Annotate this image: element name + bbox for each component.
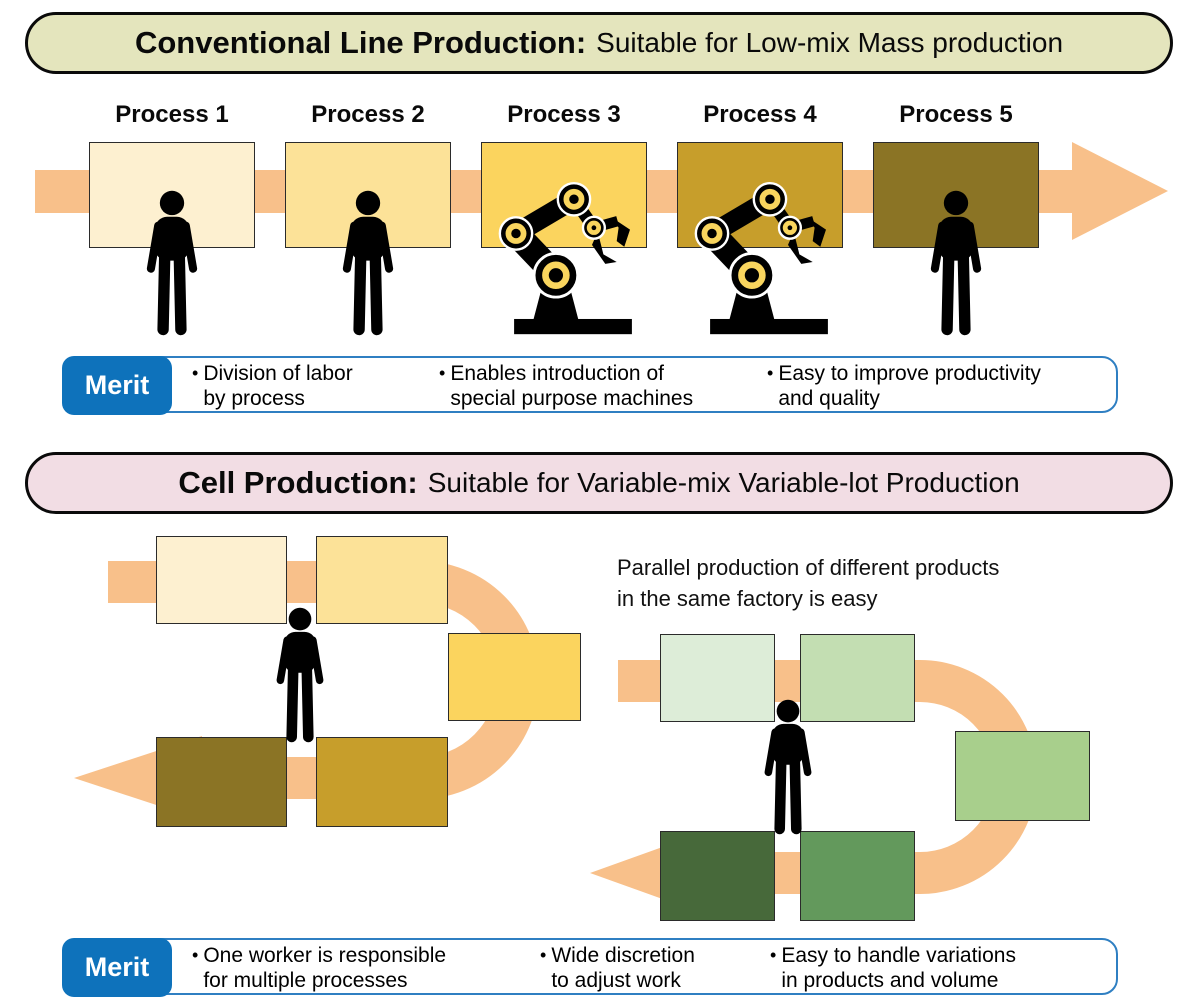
right-cell-step-3-box xyxy=(955,731,1090,821)
left-cell-step-3-box xyxy=(448,633,581,721)
robot-arm-icon xyxy=(497,166,649,338)
right-cell-step-2-box xyxy=(800,634,915,722)
worker-person-icon xyxy=(750,699,826,835)
worker-person-icon xyxy=(131,190,213,336)
right-cell-step-1-box xyxy=(660,634,775,722)
merit-badge: Merit xyxy=(62,938,172,997)
worker-person-icon xyxy=(327,190,409,336)
process-3-label: Process 3 xyxy=(507,101,621,128)
left-cell-step-5-box xyxy=(156,737,287,827)
cell-banner: Cell Production: Suitable for Variable-m… xyxy=(25,452,1173,514)
left-cell-step-2-box xyxy=(316,536,448,624)
conventional-banner: Conventional Line Production: Suitable f… xyxy=(25,12,1173,74)
cell-title-bold: Cell Production: xyxy=(178,465,418,500)
process-4-label: Process 4 xyxy=(703,101,817,128)
parallel-production-caption: Parallel production of different product… xyxy=(617,555,1000,611)
worker-person-icon xyxy=(262,607,338,743)
cell-title-rest: Suitable for Variable-mix Variable-lot P… xyxy=(427,467,1020,498)
conventional-title-rest: Suitable for Low-mix Mass production xyxy=(596,27,1064,58)
left-cell-step-1-box xyxy=(156,536,287,624)
merit-badge: Merit xyxy=(62,356,172,415)
left-cell-step-4-box xyxy=(316,737,448,827)
robot-arm-icon xyxy=(693,166,845,338)
conventional-title-bold: Conventional Line Production: xyxy=(134,25,587,60)
process-5-label: Process 5 xyxy=(899,101,1013,128)
process-1-label: Process 1 xyxy=(115,101,229,128)
right-cell-step-4-box xyxy=(800,831,915,921)
process-2-label: Process 2 xyxy=(311,101,425,128)
right-cell-step-5-box xyxy=(660,831,775,921)
worker-person-icon xyxy=(915,190,997,336)
